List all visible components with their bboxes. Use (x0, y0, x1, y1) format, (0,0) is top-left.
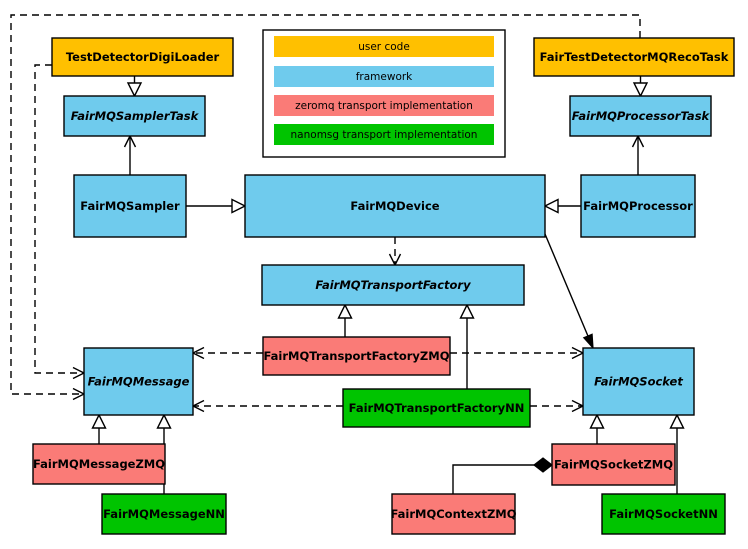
edge-e-contextzmq-socketzmq (452, 457, 553, 494)
edge-e-digiloader-samplertask (126, 76, 143, 98)
class-node-FairMQTransportFactoryZMQ[interactable]: FairMQTransportFactoryZMQ (262, 336, 451, 376)
class-box[interactable] (244, 174, 546, 238)
class-box[interactable] (601, 493, 726, 535)
legend-swatch (274, 124, 494, 145)
class-node-FairMQSocket[interactable]: FairMQSocket (582, 347, 695, 416)
legend-item-0: user code (274, 36, 494, 57)
class-node-FairTestDetectorMQRecoTask[interactable]: FairTestDetectorMQRecoTask (533, 37, 735, 77)
class-box[interactable] (580, 174, 696, 238)
class-name-label: FairMQTransportFactory (315, 278, 471, 292)
class-box[interactable] (73, 174, 187, 238)
edge-e-device-socket (544, 233, 594, 350)
class-name-label: FairMQSamplerTask (71, 109, 200, 123)
class-box[interactable] (533, 37, 735, 77)
class-node-FairMQSamplerTask[interactable]: FairMQSamplerTask (63, 95, 206, 137)
class-box[interactable] (569, 95, 712, 137)
legend-item-1: framework (274, 66, 494, 87)
class-node-FairMQMessageNN[interactable]: FairMQMessageNN (101, 493, 227, 535)
class-node-FairMQProcessor[interactable]: FairMQProcessor (580, 174, 696, 238)
legend-item-3: nanomsg transport implementation (274, 124, 494, 145)
class-box[interactable] (83, 347, 194, 416)
class-box[interactable] (32, 443, 166, 485)
edge-e-processor-device (543, 198, 581, 214)
class-name-label: FairMQTransportFactoryZMQ (263, 349, 449, 363)
edge-e-socketnn-socket (669, 413, 685, 494)
class-name-label: FairMQProcessor (583, 199, 693, 213)
class-node-TestDetectorDigiLoader[interactable]: TestDetectorDigiLoader (51, 37, 234, 77)
class-name-label: FairMQTransportFactoryNN (349, 401, 525, 415)
class-name-label: FairMQSocketZMQ (554, 458, 673, 472)
class-name-label: FairMQSocket (594, 375, 683, 389)
class-name-label: FairMQSocketNN (609, 507, 718, 521)
class-node-FairMQTransportFactory[interactable]: FairMQTransportFactory (261, 264, 525, 306)
class-name-label: FairMQContextZMQ (390, 507, 516, 521)
class-box[interactable] (342, 388, 531, 428)
class-node-FairMQContextZMQ[interactable]: FairMQContextZMQ (390, 493, 517, 535)
edge-e-tfzmq-transportfactory (337, 303, 353, 337)
class-node-FairMQSampler[interactable]: FairMQSampler (73, 174, 187, 238)
edge-e-sampler-device (186, 198, 247, 214)
legend-swatch (274, 95, 494, 116)
class-box[interactable] (262, 336, 451, 376)
class-name-label: FairMQMessage (88, 375, 190, 389)
class-node-FairMQMessage[interactable]: FairMQMessage (83, 347, 194, 416)
class-node-FairMQSocketNN[interactable]: FairMQSocketNN (601, 493, 726, 535)
edge-e-messagezmq-message (91, 413, 107, 444)
class-node-FairMQMessageZMQ[interactable]: FairMQMessageZMQ (32, 443, 166, 485)
class-name-label: FairMQProcessorTask (572, 109, 711, 123)
legend-item-2: zeromq transport implementation (274, 95, 494, 116)
nodes-layer: TestDetectorDigiLoader FairTestDetectorMQ… (32, 37, 735, 535)
edge-e-recotask-processortask (632, 76, 649, 98)
class-name-label: FairMQMessageNN (103, 507, 225, 521)
class-box[interactable] (51, 37, 234, 77)
class-node-FairMQProcessorTask[interactable]: FairMQProcessorTask (569, 95, 712, 137)
legend-label: zeromq transport implementation (295, 100, 473, 112)
class-name-label: FairTestDetectorMQRecoTask (540, 50, 729, 64)
class-box[interactable] (391, 493, 516, 535)
class-node-FairMQTransportFactoryNN[interactable]: FairMQTransportFactoryNN (342, 388, 531, 428)
class-name-label: TestDetectorDigiLoader (66, 50, 220, 64)
legend-label: user code (358, 41, 410, 53)
class-name-label: FairMQSampler (80, 199, 180, 213)
legend-label: framework (356, 71, 413, 83)
class-node-FairMQSocketZMQ[interactable]: FairMQSocketZMQ (551, 443, 676, 486)
class-name-label: FairMQMessageZMQ (33, 457, 165, 471)
class-box[interactable] (551, 443, 676, 486)
edge-e-tfnn-transportfactory (459, 303, 475, 389)
legend-swatch (274, 66, 494, 87)
legend: user code framework zeromq transport imple… (262, 29, 506, 158)
class-node-FairMQDevice[interactable]: FairMQDevice (244, 174, 546, 238)
class-name-label: FairMQDevice (350, 199, 439, 213)
class-box[interactable] (63, 95, 206, 137)
edge-e-socketzmq-socket (589, 413, 605, 444)
class-box[interactable] (101, 493, 227, 535)
legend-label: nanomsg transport implementation (291, 129, 478, 141)
legend-swatch (274, 36, 494, 57)
legend-layer: user code framework zeromq transport imple… (262, 29, 506, 158)
class-box[interactable] (261, 264, 525, 306)
class-box[interactable] (582, 347, 695, 416)
